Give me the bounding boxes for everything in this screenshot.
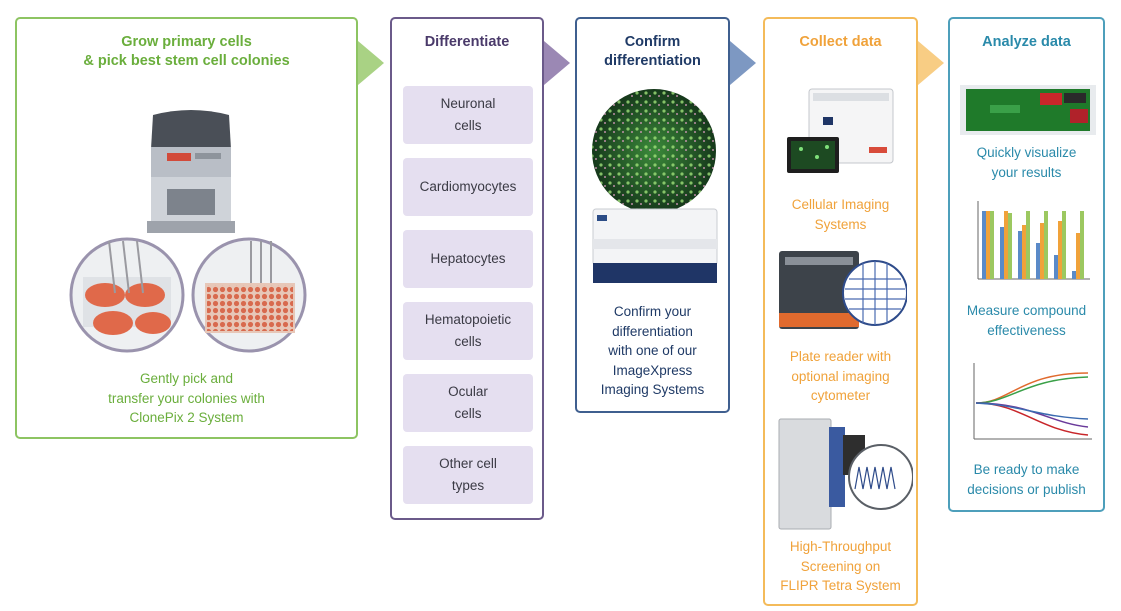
flow-arrow-4 bbox=[918, 41, 944, 85]
well-plate-image bbox=[191, 237, 307, 353]
step-grow-caption: Gently pick and transfer your colonies w… bbox=[108, 371, 265, 425]
clonepix-instrument-image bbox=[147, 110, 235, 233]
heatmap-thumbnail bbox=[960, 85, 1096, 135]
step-collect-title: Collect data bbox=[799, 34, 882, 50]
analyze-item-publish: Be ready to make decisions or publish bbox=[967, 462, 1086, 497]
dose-response-thumbnail bbox=[973, 363, 1092, 440]
analyze-item-measure: Measure compound effectiveness bbox=[966, 303, 1087, 338]
cell-type-hematopoietic: Hematopoietic cells bbox=[403, 302, 533, 360]
step-analyze-panel: Analyze data Quickly visualize your resu… bbox=[948, 17, 1105, 512]
step-collect-panel: Collect data Cellular Imaging Systems Pl… bbox=[763, 17, 918, 606]
analyze-item-visualize: Quickly visualize your results bbox=[976, 145, 1077, 180]
imagexpress-system-image bbox=[592, 208, 718, 283]
collect-item-imaging: Cellular Imaging Systems bbox=[791, 197, 890, 232]
petri-dishes-image bbox=[69, 237, 185, 353]
cell-type-hepatocytes: Hepatocytes bbox=[403, 230, 533, 288]
cell-type-cardiomyocytes: Cardiomyocytes bbox=[403, 158, 533, 216]
step-grow-title: Grow primary cells & pick best stem cell… bbox=[83, 34, 290, 69]
step-grow-panel: Grow primary cells & pick best stem cell… bbox=[15, 17, 358, 439]
collect-item-flipr: High-Throughput Screening on FLIPR Tetra… bbox=[780, 539, 901, 593]
step-differentiate-title: Differentiate bbox=[424, 34, 510, 50]
step-analyze-title: Analyze data bbox=[982, 34, 1071, 50]
step-confirm-panel: Confirm differentiation Confirm your dif… bbox=[575, 17, 730, 413]
flipr-tetra-image bbox=[778, 418, 913, 530]
plate-reader-image bbox=[779, 251, 907, 329]
cell-type-neuronal: Neuronal cells bbox=[403, 86, 533, 144]
cellular-imaging-system-image bbox=[787, 88, 894, 173]
cell-type-ocular: Ocular cells bbox=[403, 374, 533, 432]
step-differentiate-panel: Differentiate Neuronal cells Cardiomyocy… bbox=[390, 17, 544, 520]
cell-type-other: Other cell types bbox=[403, 446, 533, 504]
flow-arrow-1 bbox=[358, 41, 384, 85]
step-confirm-title: Confirm differentiation bbox=[604, 34, 701, 69]
collect-item-plate-reader: Plate reader with optional imaging cytom… bbox=[789, 349, 892, 403]
flow-arrow-2 bbox=[544, 41, 570, 85]
step-confirm-caption: Confirm your differentiation with one of… bbox=[600, 304, 705, 397]
bar-chart-thumbnail bbox=[977, 201, 1090, 280]
flow-arrow-3 bbox=[730, 41, 756, 85]
fluorescent-cells-image bbox=[592, 89, 716, 213]
